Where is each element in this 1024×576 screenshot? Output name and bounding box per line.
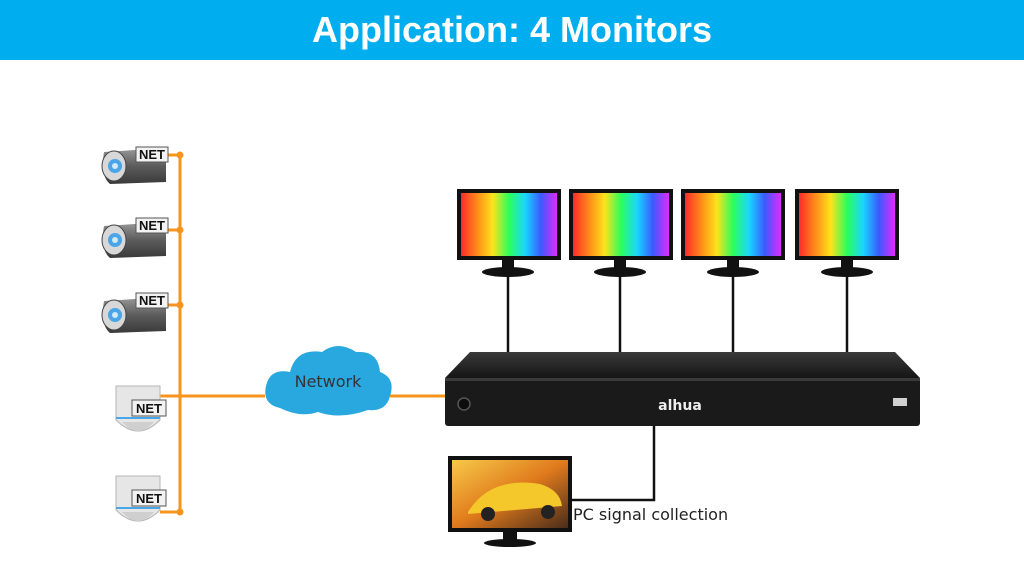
header-bar: Application: 4 Monitors (0, 0, 1024, 60)
wire-end-dots (176, 151, 184, 516)
usb-port-icon (893, 398, 907, 406)
camera-net-label: NET (136, 491, 162, 506)
pc-signal-cable (572, 426, 656, 502)
page-title: Application: 4 Monitors (312, 9, 712, 50)
dome-camera-2: NET (115, 475, 167, 522)
pc-monitor (448, 456, 572, 547)
camera-net-label: NET (139, 218, 165, 233)
camera-net-label: NET (139, 293, 165, 308)
camera-net-label: NET (139, 147, 165, 162)
pc-signal-label: PC signal collection (573, 505, 728, 524)
camera-net-label: NET (136, 401, 162, 416)
power-button-icon (457, 397, 471, 411)
monitor-3 (681, 189, 785, 277)
monitor-1 (457, 189, 561, 277)
bullet-camera-2: NET (101, 217, 169, 258)
camera-bus-wires (160, 153, 445, 514)
bullet-camera-3: NET (101, 292, 169, 333)
recorder-brand-logo: alhua (658, 398, 702, 414)
network-label: Network (295, 372, 363, 391)
dome-camera-1: NET (115, 385, 167, 432)
network-cloud: Network (265, 346, 392, 416)
network-video-recorder: alhua (445, 352, 920, 426)
bullet-camera-1: NET (101, 146, 169, 184)
monitor-2 (569, 189, 673, 277)
monitor-4 (795, 189, 899, 277)
monitor-cables (506, 276, 849, 353)
